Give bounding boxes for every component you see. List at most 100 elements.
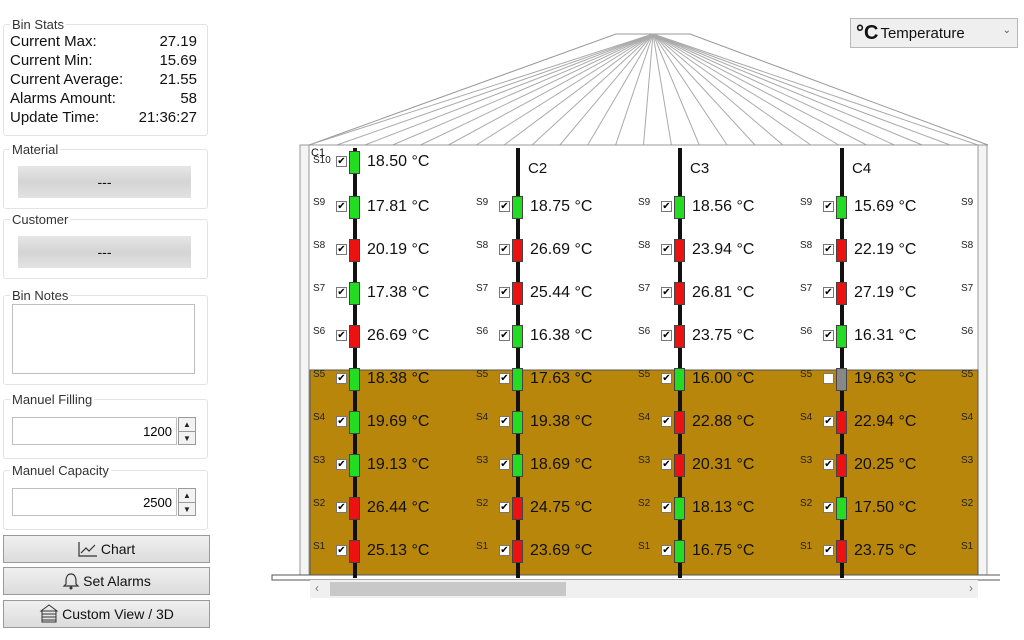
sensor-enable-checkbox[interactable]: ✔: [823, 201, 834, 212]
chevron-down-icon[interactable]: ▼: [183, 505, 191, 514]
sensor-enable-checkbox[interactable]: ✔: [661, 287, 672, 298]
sensor-status-block[interactable]: [512, 411, 523, 434]
sensor-enable-checkbox[interactable]: ✔: [499, 244, 510, 255]
sensor-status-block[interactable]: [349, 151, 360, 174]
sensor-enable-checkbox[interactable]: ✔: [661, 330, 672, 341]
sensor-status-block[interactable]: [674, 411, 685, 434]
sensor-status-block[interactable]: [349, 411, 360, 434]
sensor-enable-checkbox[interactable]: ✔: [661, 201, 672, 212]
sensor-status-block[interactable]: [349, 540, 360, 563]
sensor-status-block[interactable]: [674, 239, 685, 262]
sensor-status-block[interactable]: [836, 282, 847, 305]
sensor-status-block[interactable]: [836, 368, 847, 391]
sensor-enable-checkbox[interactable]: ✔: [823, 416, 834, 427]
sensor-enable-checkbox[interactable]: ✔: [336, 156, 347, 167]
sensor-enable-checkbox[interactable]: ✔: [336, 287, 347, 298]
sensor-status-block[interactable]: [512, 282, 523, 305]
sensor-enable-checkbox[interactable]: ✔: [823, 287, 834, 298]
sensor-status-block[interactable]: [674, 497, 685, 520]
sensor-enable-checkbox[interactable]: ✔: [499, 287, 510, 298]
custom-view-3d-button[interactable]: Custom View / 3D: [3, 600, 210, 628]
sensor-status-block[interactable]: [674, 368, 685, 391]
sensor-status-block[interactable]: [836, 196, 847, 219]
sensor-status-block[interactable]: [836, 411, 847, 434]
scrollbar-thumb[interactable]: [330, 582, 566, 596]
sensor-enable-checkbox[interactable]: ✔: [499, 416, 510, 427]
sensor-enable-checkbox[interactable]: ✔: [499, 545, 510, 556]
bin-structure: [271, 33, 1000, 581]
sensor-status-block[interactable]: [836, 454, 847, 477]
scroll-right-icon[interactable]: ›: [969, 581, 973, 595]
sensor-status-block[interactable]: [674, 196, 685, 219]
scroll-left-icon[interactable]: ‹: [315, 581, 319, 595]
sensor-temperature: 19.38 °C: [530, 413, 593, 430]
sensor-status-block[interactable]: [349, 239, 360, 262]
sensor-status-block[interactable]: [349, 368, 360, 391]
sensor-temperature: 26.69 °C: [530, 241, 593, 258]
sensor-enable-checkbox[interactable]: ✔: [336, 545, 347, 556]
sensor-enable-checkbox[interactable]: ✔: [336, 201, 347, 212]
sensor-enable-checkbox[interactable]: ✔: [499, 201, 510, 212]
sensor-enable-checkbox[interactable]: ✔: [661, 502, 672, 513]
sensor-enable-checkbox[interactable]: ✔: [823, 502, 834, 513]
manual-capacity-input[interactable]: [12, 488, 177, 516]
sensor-enable-checkbox[interactable]: ✔: [661, 373, 672, 384]
stat-label: Current Max:: [10, 33, 97, 50]
sensor-enable-checkbox[interactable]: ✔: [336, 244, 347, 255]
custom-view-3d-label: Custom View / 3D: [62, 606, 174, 622]
sensor-status-block[interactable]: [836, 540, 847, 563]
sensor-enable-checkbox[interactable]: ✔: [823, 330, 834, 341]
sensor-status-block[interactable]: [674, 325, 685, 348]
sensor-enable-checkbox[interactable]: ✔: [499, 330, 510, 341]
sensor-status-block[interactable]: [836, 239, 847, 262]
bin-notes-textarea[interactable]: [12, 304, 195, 374]
sensor-status-block[interactable]: [674, 454, 685, 477]
horizontal-scrollbar[interactable]: ‹ ›: [310, 580, 978, 598]
sensor-status-block[interactable]: [512, 368, 523, 391]
sensor-enable-checkbox[interactable]: ✔: [336, 416, 347, 427]
sensor-enable-checkbox[interactable]: ✔: [499, 459, 510, 470]
sensor-enable-checkbox[interactable]: ✔: [661, 545, 672, 556]
sensor-enable-checkbox[interactable]: ✔: [661, 244, 672, 255]
chart-button[interactable]: Chart: [3, 535, 210, 563]
manual-capacity-stepper[interactable]: ▲ ▼: [178, 488, 196, 516]
manual-filling-stepper[interactable]: ▲ ▼: [178, 417, 196, 445]
sensor-enable-checkbox[interactable]: ✔: [336, 459, 347, 470]
sensor-status-block[interactable]: [349, 282, 360, 305]
sensor-status-block[interactable]: [512, 196, 523, 219]
sensor-temperature: 23.75 °C: [854, 542, 917, 559]
sensor-status-block[interactable]: [349, 454, 360, 477]
manual-filling-input[interactable]: [12, 417, 177, 445]
sensor-enable-checkbox[interactable]: ✔: [499, 502, 510, 513]
sensor-enable-checkbox[interactable]: ✔: [823, 545, 834, 556]
sensor-status-block[interactable]: [349, 325, 360, 348]
measurement-type-select[interactable]: °C Temperature ⌄: [850, 18, 1018, 48]
sensor-status-block[interactable]: [674, 282, 685, 305]
sensor-status-block[interactable]: [349, 196, 360, 219]
sensor-status-block[interactable]: [836, 325, 847, 348]
sensor-enable-checkbox[interactable]: ✔: [823, 459, 834, 470]
sensor-status-block[interactable]: [512, 540, 523, 563]
chevron-down-icon[interactable]: ▼: [183, 434, 191, 443]
sensor-status-block[interactable]: [512, 239, 523, 262]
chevron-up-icon[interactable]: ▲: [179, 418, 195, 432]
sensor-enable-checkbox[interactable]: ✔: [336, 330, 347, 341]
stat-label: Alarms Amount:: [10, 90, 116, 107]
sensor-enable-checkbox[interactable]: ✔: [823, 244, 834, 255]
sensor-status-block[interactable]: [512, 325, 523, 348]
sensor-status-block[interactable]: [512, 497, 523, 520]
set-alarms-button[interactable]: Set Alarms: [3, 567, 210, 595]
sensor-status-block[interactable]: [674, 540, 685, 563]
sensor-enable-checkbox[interactable]: ✔: [336, 373, 347, 384]
chevron-up-icon[interactable]: ▲: [179, 489, 195, 503]
sensor-enable-checkbox[interactable]: ✔: [499, 373, 510, 384]
silo-icon: [39, 604, 59, 623]
sensor-enable-checkbox[interactable]: ✔: [336, 502, 347, 513]
sensor-status-block[interactable]: [349, 497, 360, 520]
sensor-status-block[interactable]: [512, 454, 523, 477]
roof-rib: [643, 33, 654, 146]
sensor-enable-checkbox[interactable]: ✔: [661, 416, 672, 427]
sensor-enable-checkbox[interactable]: [823, 373, 834, 384]
sensor-enable-checkbox[interactable]: ✔: [661, 459, 672, 470]
sensor-status-block[interactable]: [836, 497, 847, 520]
